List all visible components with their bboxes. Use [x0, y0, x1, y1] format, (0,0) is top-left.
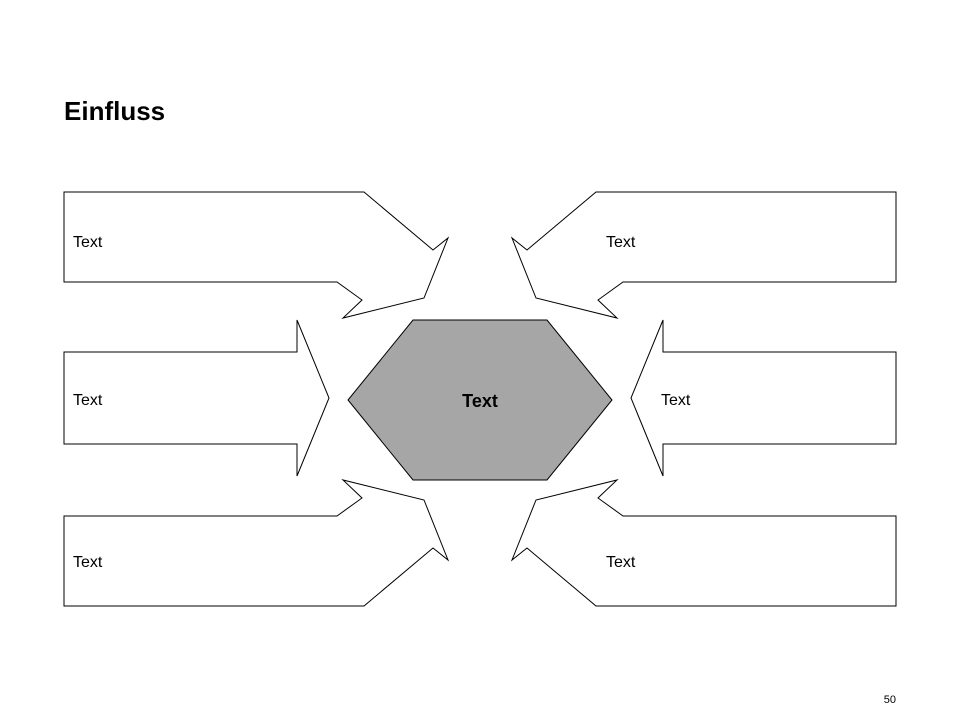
center-hexagon-label: Text: [462, 391, 498, 411]
arrow-top-left-shape: [63, 191, 450, 319]
arrow-middle-right-shape: [630, 319, 897, 477]
center-hexagon: Text: [347, 319, 613, 481]
arrow-top-left: Text: [63, 191, 450, 319]
arrow-bottom-right-label: Text: [606, 554, 636, 571]
arrow-top-left-label: Text: [73, 234, 103, 251]
arrow-middle-left: Text: [63, 319, 330, 477]
page-title: Einfluss: [64, 96, 166, 126]
arrow-top-right-label: Text: [606, 234, 636, 251]
arrow-middle-right-label: Text: [661, 392, 691, 409]
arrow-bottom-right-shape: [510, 479, 897, 607]
arrow-bottom-left: Text: [63, 479, 450, 607]
arrow-bottom-left-shape: [63, 479, 450, 607]
arrow-bottom-right: Text: [510, 479, 897, 607]
arrow-top-right-shape: [510, 191, 897, 319]
arrow-top-right: Text: [510, 191, 897, 319]
arrow-bottom-left-label: Text: [73, 554, 103, 571]
page-number: 50: [883, 694, 896, 706]
arrow-middle-right: Text: [630, 319, 897, 477]
arrow-middle-left-label: Text: [73, 392, 103, 409]
center-hexagon-shape: [347, 319, 613, 481]
arrow-middle-left-shape: [63, 319, 330, 477]
